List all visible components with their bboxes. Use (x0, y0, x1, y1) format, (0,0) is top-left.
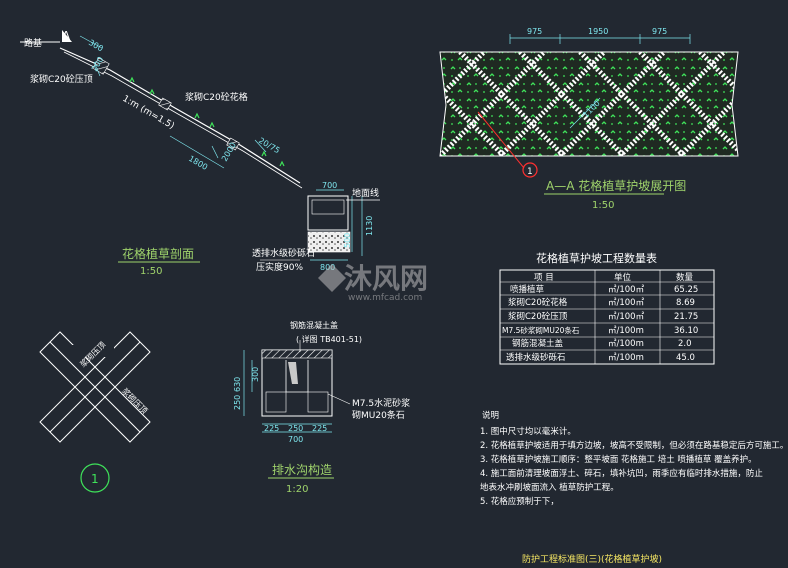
note-item: 5. 花格应预制于下， (480, 496, 559, 507)
detail-callout: 1 (91, 472, 99, 486)
table-cell: 钢筋混凝土盖 (512, 338, 564, 349)
slope-ratio: 1:m (m=1.5) (121, 94, 176, 132)
watermark-url: www.mfcad.com (348, 293, 422, 303)
note-item: 3. 花格植草护坡施工顺序：整平坡面 花格施工 培土 喷播植草 覆盖养护。 (480, 454, 757, 465)
table-cell: 浆砌C20砼压顶 (508, 311, 568, 322)
drain-dim-630: 630 (233, 377, 242, 392)
table-cell: 喷播植草 (510, 284, 545, 295)
frame-label: 浆砌C20砼花格 (185, 91, 248, 103)
table-cell: 透排水级砂砾石 (506, 352, 566, 363)
drain-title: 排水沟构造 (272, 462, 332, 477)
elev-dim-1950: 1950 (588, 27, 608, 36)
watermark: 沐风网 www.mfcad.com (318, 262, 428, 303)
table-cell: M7.5砂浆砌MU20条石 (502, 325, 580, 335)
drain-dim-250: 250 (233, 395, 242, 410)
ground-label: 地面线 (352, 187, 379, 199)
watermark-logo-icon (318, 264, 346, 292)
table-header-unit: 单位 (614, 272, 632, 283)
table-cell: ㎡/100m (608, 353, 644, 363)
road-label: 路基 (24, 37, 42, 49)
elevation-title: A—A 花格植草护坡展开图 (546, 178, 686, 193)
quantity-table: 花格植草护坡工程数量表 项 目 单位 数量 喷播植草 ㎡/100㎡ 65.25 … (499, 251, 715, 365)
compact-label: 压实度90% (256, 261, 303, 273)
note-item: 1. 图中尺寸均以毫米计。 (480, 426, 576, 437)
dim-2000: 2000 (220, 141, 238, 163)
table-cell: ㎡/100m (608, 339, 644, 349)
slope-section-view (20, 30, 380, 261)
table-header-item: 项 目 (534, 273, 554, 283)
drain-dim-225a: 225 (264, 424, 279, 433)
drain-dim-225b: 225 (312, 424, 327, 433)
notes-block: 说明 1. 图中尺寸均以毫米计。 2. 花格植草护坡适用于填方边坡，坡高不受限制… (480, 410, 788, 507)
table-cell: 浆砌C20砼花格 (508, 297, 568, 308)
section-title: 花格植草剖面 (122, 246, 194, 261)
table-header-qty: 数量 (676, 272, 694, 283)
table-cell: ㎡/100m (608, 326, 644, 336)
note-item: 地表水冲刷坡面流入 植草防护工程。 (480, 482, 619, 493)
table-cell: 45.0 (676, 353, 695, 363)
dim-800: 800 (320, 263, 335, 272)
notes-heading: 说明 (482, 410, 499, 421)
dim-300: 300 (87, 38, 105, 53)
elev-dim-975-right: 975 (652, 27, 667, 36)
drain-mortar-label: M7.5水泥砂浆 (352, 397, 410, 409)
table-cell: 21.75 (674, 312, 698, 322)
dim-500: 500 (343, 233, 352, 248)
note-item: 4. 施工面前清理坡面浮土、碎石，填补坑凹，雨季应有临时排水措施，防止 (480, 468, 763, 479)
gravel-label: 透排水级砂砾石 (252, 247, 315, 259)
table-cell: 65.25 (674, 285, 698, 295)
drain-stone-label: 砌MU20条石 (352, 409, 405, 421)
table-cell: ㎡/100㎡ (608, 285, 645, 295)
drain-cover-label: 钢筋混凝土盖 (290, 320, 338, 330)
section-scale: 1:50 (140, 266, 162, 277)
elev-dim-975-left: 975 (527, 27, 542, 36)
slope-cap-label: 浆砌C20砼压顶 (30, 73, 93, 85)
dim-1130: 1130 (365, 216, 374, 236)
detail-label-right: 浆砌压顶 (120, 386, 150, 416)
drain-dim-250b: 250 (288, 424, 303, 433)
slope-elevation-view: 1 975 1950 975 1100 A—A 花格植草护坡展开图 1:50 (439, 27, 739, 211)
drain-scale: 1:20 (286, 484, 308, 495)
drain-dim-700: 700 (288, 435, 303, 444)
drain-detail-view: 钢筋混凝土盖 ( 详图 TB401-51) M7.5水泥砂浆 砌MU20条石 6… (233, 320, 410, 495)
watermark-brand: 沐风网 (344, 262, 428, 295)
note-item: 2. 花格植草护坡适用于填方边坡，坡高不受限制，但必须在路基稳定后方可施工。 (480, 440, 788, 451)
table-cell: ㎡/100㎡ (608, 298, 645, 308)
section-label-a: A (62, 29, 71, 43)
sheet-title: 防护工程标准图(三)(花格植草护坡) (522, 553, 662, 565)
table-cell: 2.0 (678, 339, 692, 349)
dim-20-75: 20/75 (257, 136, 281, 155)
drain-std-label: ( 详图 TB401-51) (296, 334, 362, 344)
drain-dim-300: 300 (251, 367, 260, 382)
cross-joint-detail: 浆砌压顶 浆砌压顶 1 (39, 331, 151, 493)
elevation-scale: 1:50 (592, 200, 614, 211)
table-title: 花格植草护坡工程数量表 (536, 251, 657, 265)
table-cell: 8.69 (676, 298, 695, 308)
table-cell: ㎡/100㎡ (608, 312, 645, 322)
dim-700: 700 (322, 181, 337, 190)
table-cell: 36.10 (674, 326, 698, 336)
elevation-callout: 1 (527, 167, 533, 177)
dim-1800: 1800 (187, 154, 209, 172)
